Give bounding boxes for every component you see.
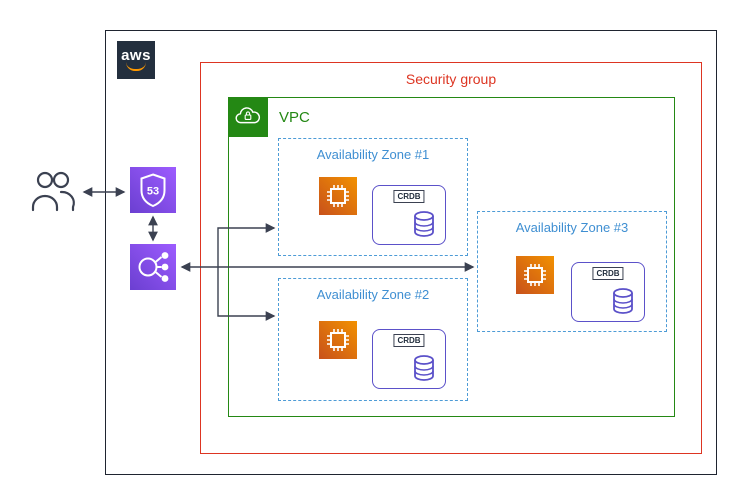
ec2-chip-glyph (516, 256, 554, 294)
crdb-node: CRDB (571, 262, 645, 322)
ec2-chip-glyph (319, 321, 357, 359)
ec2-instance-icon (319, 177, 357, 215)
aws-smile-icon (126, 62, 146, 71)
vpc-cloud-lock-glyph (235, 107, 261, 124)
vpc-label: VPC (279, 109, 310, 126)
ec2-instance-icon (516, 256, 554, 294)
load-balancer-icon (130, 244, 176, 290)
crdb-node: CRDB (372, 185, 446, 245)
vpc-icon (228, 97, 268, 137)
availability-zone-1-label: Availability Zone #1 (316, 147, 430, 162)
database-icon (414, 211, 434, 237)
route53-number: 53 (147, 186, 159, 198)
security-group-box: Security group (200, 62, 702, 454)
crdb-node: CRDB (372, 329, 446, 389)
aws-logo: aws (117, 41, 155, 79)
database-icon (414, 355, 434, 381)
crdb-label: CRDB (393, 190, 425, 203)
ec2-instance-icon (319, 321, 357, 359)
security-group-label: Security group (405, 71, 497, 87)
crdb-label: CRDB (592, 267, 624, 280)
database-icon (613, 288, 633, 314)
availability-zone-2-label: Availability Zone #2 (316, 287, 430, 302)
aws-logo-text: aws (121, 47, 151, 64)
availability-zone-3: Availability Zone #3 CRDB (477, 211, 667, 332)
availability-zone-3-label: Availability Zone #3 (515, 220, 629, 235)
crdb-label: CRDB (393, 334, 425, 347)
users-icon (28, 168, 78, 219)
availability-zone-1: Availability Zone #1 CRDB (278, 138, 468, 256)
route53-icon: 53 (130, 167, 176, 213)
availability-zone-2: Availability Zone #2 CRDB (278, 278, 468, 401)
ec2-chip-glyph (319, 177, 357, 215)
